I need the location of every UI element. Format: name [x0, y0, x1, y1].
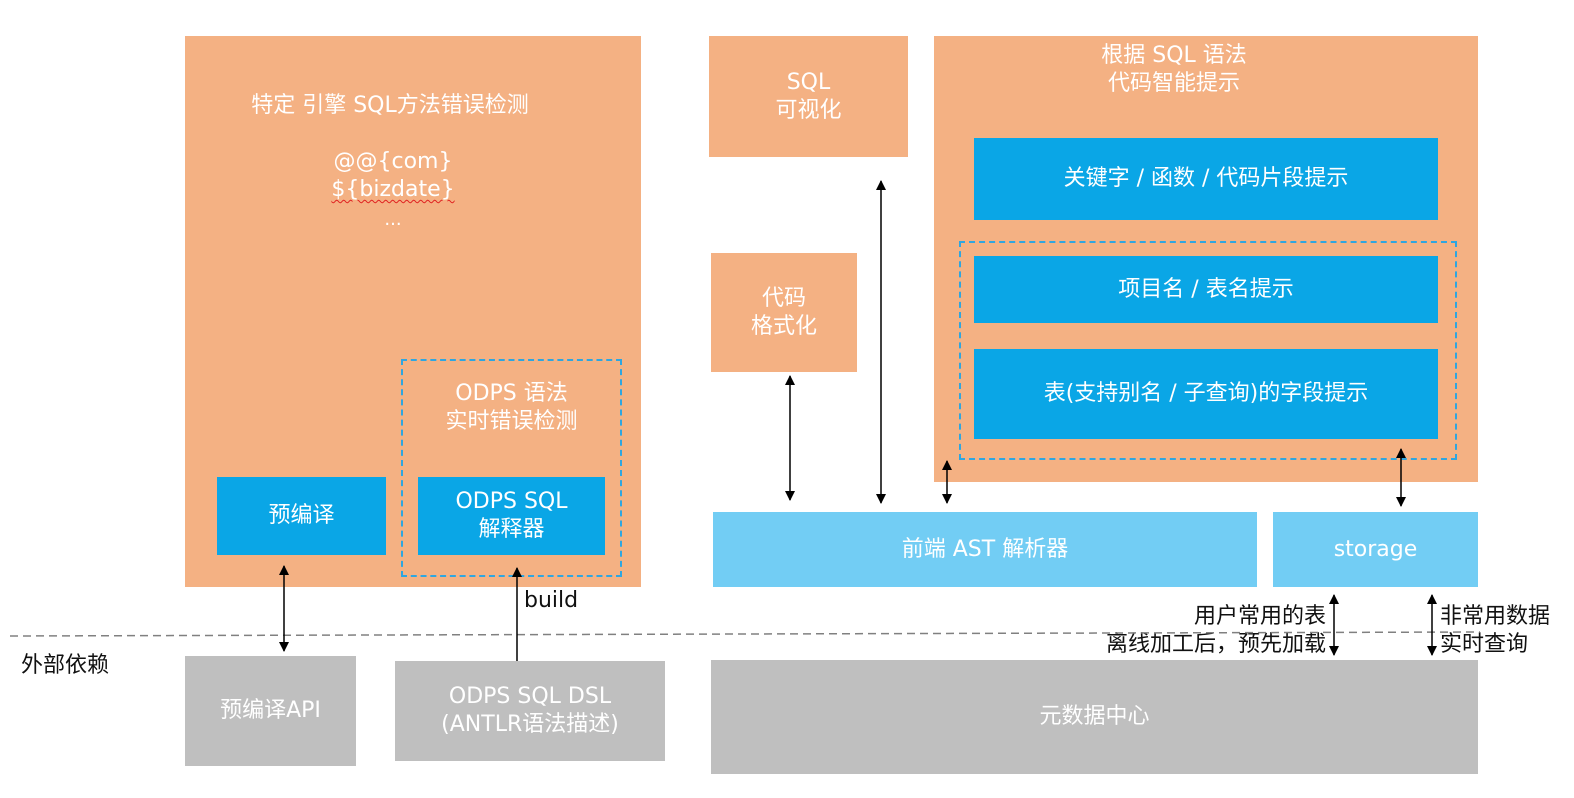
build-label: build [524, 588, 579, 613]
example-com: @@{com} [333, 149, 453, 174]
odps-sql-dsl-box: ODPS SQL DSL (ANTLR语法描述) [395, 661, 665, 761]
hint-dashed-group [959, 241, 1457, 460]
engine-error-check-title: 特定 引擎 SQL方法错误检测 [251, 93, 529, 118]
table-name-hint-box: 项目名 / 表名提示 [974, 256, 1438, 323]
example-ellipsis: ... [384, 209, 402, 230]
precompile-box: 预编译 [217, 477, 386, 555]
external-divider-line [9, 631, 1481, 637]
code-format-box: 代码 格式化 [711, 253, 857, 372]
smart-hint-title: 根据 SQL 语法 代码智能提示 [1101, 43, 1247, 96]
odps-check-dashed-group [401, 359, 622, 577]
metadata-center-box: 元数据中心 [711, 660, 1478, 774]
field-hint-box: 表(支持别名 / 子查询)的字段提示 [974, 349, 1438, 439]
ast-parser-box: 前端 AST 解析器 [713, 512, 1257, 587]
precompile-api-box: 预编译API [185, 656, 356, 766]
example-bizdate-text: ${bizdate} [331, 177, 455, 202]
odps-realtime-check-label: ODPS 语法 实时错误检测 [445, 381, 578, 434]
example-bizdate: ${bizdate} [185, 176, 601, 204]
sql-visualization-box: SQL 可视化 [709, 36, 908, 157]
external-dependencies-label: 外部依赖 [20, 653, 109, 678]
storage-box: storage [1273, 512, 1478, 587]
keyword-hint-box: 关键字 / 函数 / 代码片段提示 [974, 138, 1438, 220]
odps-sql-interpreter-box: ODPS SQL 解释器 [418, 477, 605, 555]
realtime-query-note: 非常用数据 实时查询 [1440, 604, 1551, 657]
preload-note: 用户常用的表 离线加工后，预先加载 [1105, 604, 1326, 657]
